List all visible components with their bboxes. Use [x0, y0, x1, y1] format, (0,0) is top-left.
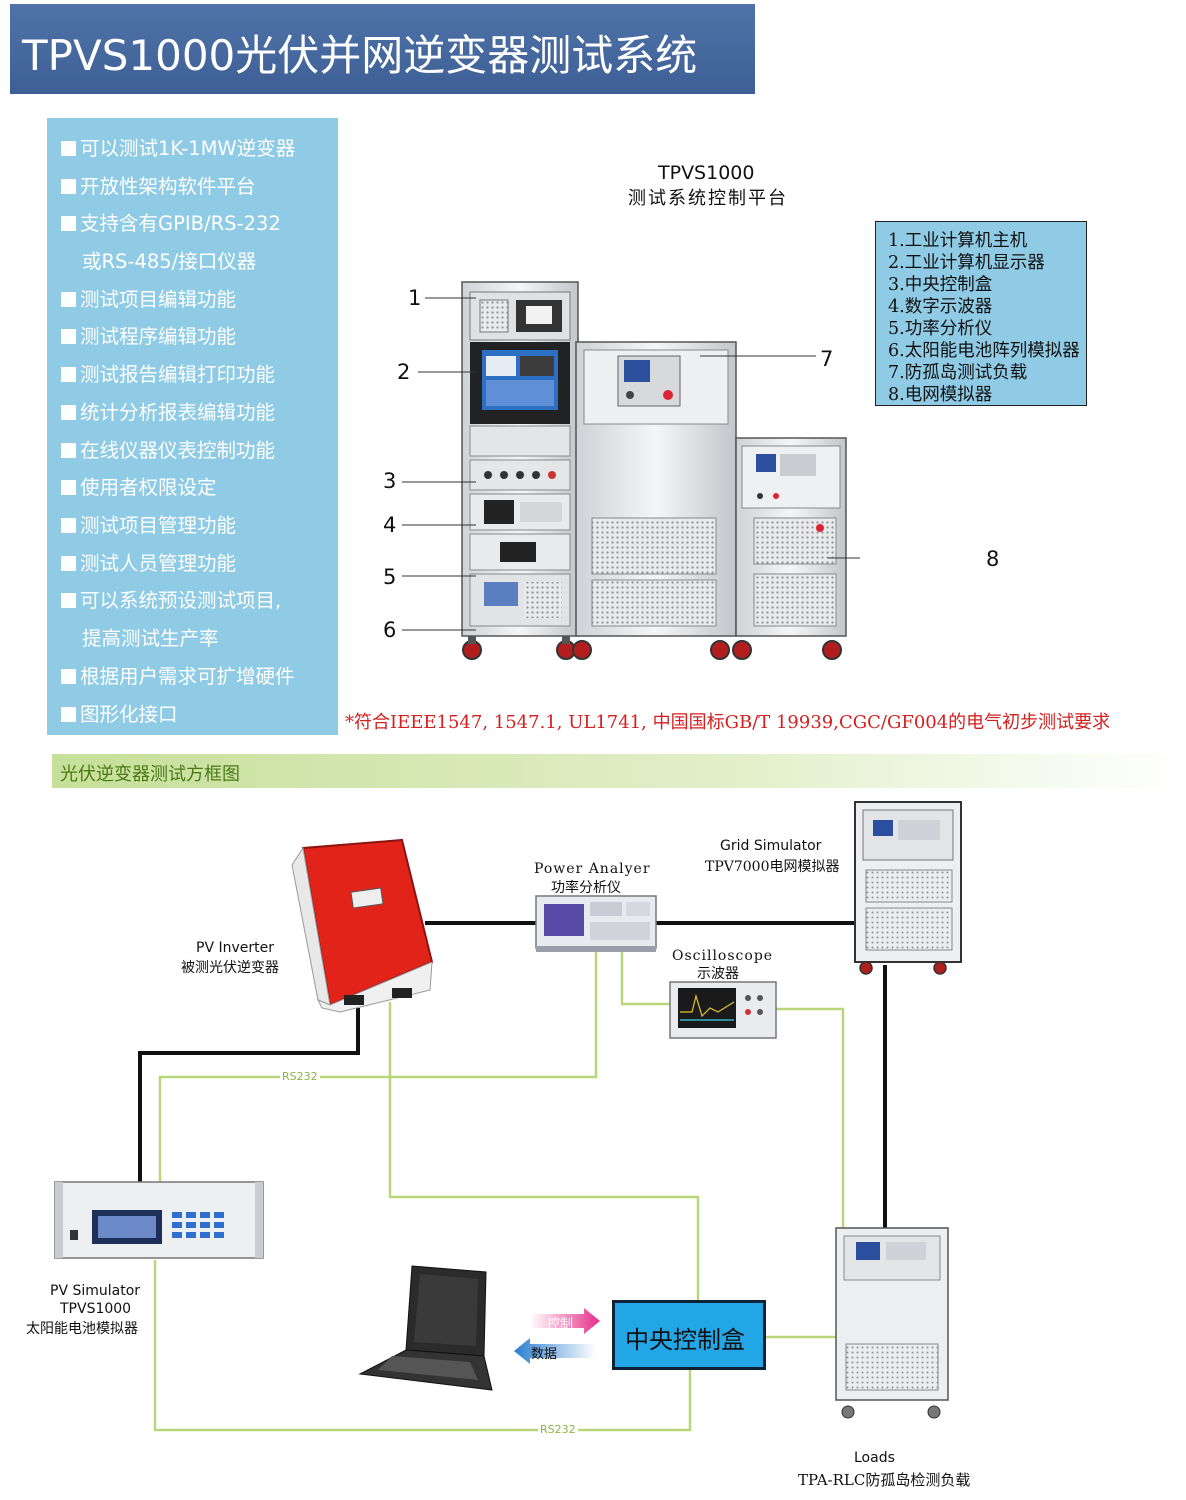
feature-item: 统计分析报表编辑功能	[61, 396, 275, 425]
callout-number: 3	[383, 469, 397, 493]
oscilloscope-label-cn: 示波器	[697, 966, 739, 982]
legend-item: 5.功率分析仪	[888, 319, 993, 339]
bullet-square-icon	[61, 593, 76, 608]
bullet-square-icon	[61, 329, 76, 344]
pv-inverter-label-cn: 被测光伏逆变器	[181, 960, 279, 976]
bullet-square-icon	[61, 216, 76, 231]
grid-simulator-label-cn: TPV7000电网模拟器	[705, 859, 840, 875]
pv-simulator-label-cn: 太阳能电池模拟器	[26, 1321, 138, 1337]
callout-number: 1	[408, 286, 422, 310]
rs232-label-bottom: RS232	[538, 1423, 578, 1436]
feature-item: 测试项目管理功能	[61, 509, 236, 538]
pv-inverter-device	[291, 838, 434, 1013]
feature-item: 测试程序编辑功能	[61, 320, 236, 349]
legend-item: 6.太阳能电池阵列模拟器	[888, 341, 1080, 361]
central-control-label: 中央控制盒	[625, 1326, 745, 1354]
grid-simulator-label-en: Grid Simulator	[720, 838, 822, 854]
feature-item: 测试人员管理功能	[61, 547, 236, 576]
bullet-square-icon	[61, 518, 76, 533]
bullet-square-icon	[61, 179, 76, 194]
feature-item-continued: 提高测试生产率	[82, 627, 219, 650]
bullet-square-icon	[61, 443, 76, 458]
component-legend: 1.工业计算机主机 2.工业计算机显示器 3.中央控制盒 4.数字示波器 5.功…	[875, 221, 1087, 406]
bullet-square-icon	[61, 707, 76, 722]
feature-item: 使用者权限设定	[61, 471, 217, 500]
legend-item: 1.工业计算机主机	[888, 231, 1028, 251]
callout-number: 8	[986, 547, 1000, 571]
feature-item: 可以测试1K-1MW逆变器	[61, 132, 295, 161]
pv-simulator-label-en: PV Simulator	[50, 1283, 141, 1299]
legend-item: 3.中央控制盒	[888, 275, 993, 295]
feature-item: 支持含有GPIB/RS-232	[61, 207, 281, 236]
loads-device	[835, 1227, 949, 1419]
bullet-square-icon	[61, 141, 76, 156]
feature-item: 可以系统预设测试项目,	[61, 584, 281, 613]
callout-number: 5	[383, 565, 397, 589]
bullet-square-icon	[61, 480, 76, 495]
legend-item: 7.防孤岛测试负载	[888, 363, 1028, 383]
feature-item: 测试项目编辑功能	[61, 283, 236, 312]
pv-simulator-label-model: TPVS1000	[60, 1301, 132, 1317]
pv-inverter-label-en: PV Inverter	[196, 940, 274, 956]
legend-item: 8.电网模拟器	[888, 385, 993, 405]
bullet-square-icon	[61, 367, 76, 382]
power-analyzer-device	[535, 895, 657, 952]
feature-item: 图形化接口	[61, 698, 178, 727]
central-control-box	[612, 1300, 766, 1370]
bullet-square-icon	[61, 292, 76, 307]
section-title: 光伏逆变器测试方框图	[60, 764, 240, 785]
title-banner	[10, 4, 755, 94]
block-diagram	[54, 801, 962, 1432]
callout-number: 7	[820, 347, 834, 371]
grid-simulator-device	[854, 801, 962, 975]
feature-item: 在线仪器仪表控制功能	[61, 434, 275, 463]
section-bar	[52, 754, 1182, 788]
rack-grid-simulator	[732, 437, 847, 660]
oscilloscope-device	[669, 981, 777, 1039]
callout-number: 6	[383, 618, 397, 642]
callout-number: 2	[397, 360, 411, 384]
feature-item-continued: 或RS-485/接口仪器	[82, 250, 257, 273]
legend-item: 4.数字示波器	[888, 297, 993, 317]
feature-item: 测试报告编辑打印功能	[61, 358, 275, 387]
data-arrow-label: 数据	[531, 1347, 558, 1362]
laptop-device	[358, 1265, 493, 1391]
rs232-label-top: RS232	[280, 1070, 320, 1083]
signal-wiring	[153, 952, 845, 1432]
test-platform-illustration	[402, 281, 860, 660]
feature-item: 根据用户需求可扩增硬件	[61, 660, 295, 689]
bullet-square-icon	[61, 669, 76, 684]
power-wiring	[138, 921, 887, 1230]
feature-item: 开放性架构软件平台	[61, 170, 256, 199]
platform-title-line1: TPVS1000	[658, 162, 755, 184]
pv-simulator-device	[54, 1181, 264, 1259]
rack-computer-cabinet	[461, 281, 579, 660]
data-arrow-icon	[514, 1338, 596, 1364]
legend-item: 2.工业计算机显示器	[888, 253, 1045, 273]
standards-note: *符合IEEE1547, 1547.1, UL1741, 中国国标GB/T 19…	[345, 712, 1111, 733]
feature-list-panel: 可以测试1K-1MW逆变器 开放性架构软件平台 支持含有GPIB/RS-232 …	[47, 118, 338, 735]
power-analyzer-label-en: Power Analyer	[534, 861, 651, 877]
callout-number: 4	[383, 513, 397, 537]
control-arrow-label: 控制	[547, 1317, 574, 1332]
platform-title-line2: 测试系统控制平台	[628, 188, 788, 209]
page-title: TPVS1000光伏并网逆变器测试系统	[22, 31, 698, 80]
bullet-square-icon	[61, 556, 76, 571]
bullet-square-icon	[61, 405, 76, 420]
power-analyzer-label-cn: 功率分析仪	[551, 880, 621, 896]
control-arrow-icon	[530, 1308, 600, 1334]
rack-anti-islanding-load	[572, 341, 737, 660]
oscilloscope-label-en: Oscilloscope	[672, 948, 774, 964]
loads-label-en: Loads	[854, 1450, 895, 1466]
loads-label-cn: TPA-RLC防孤岛检测负载	[798, 1471, 971, 1489]
